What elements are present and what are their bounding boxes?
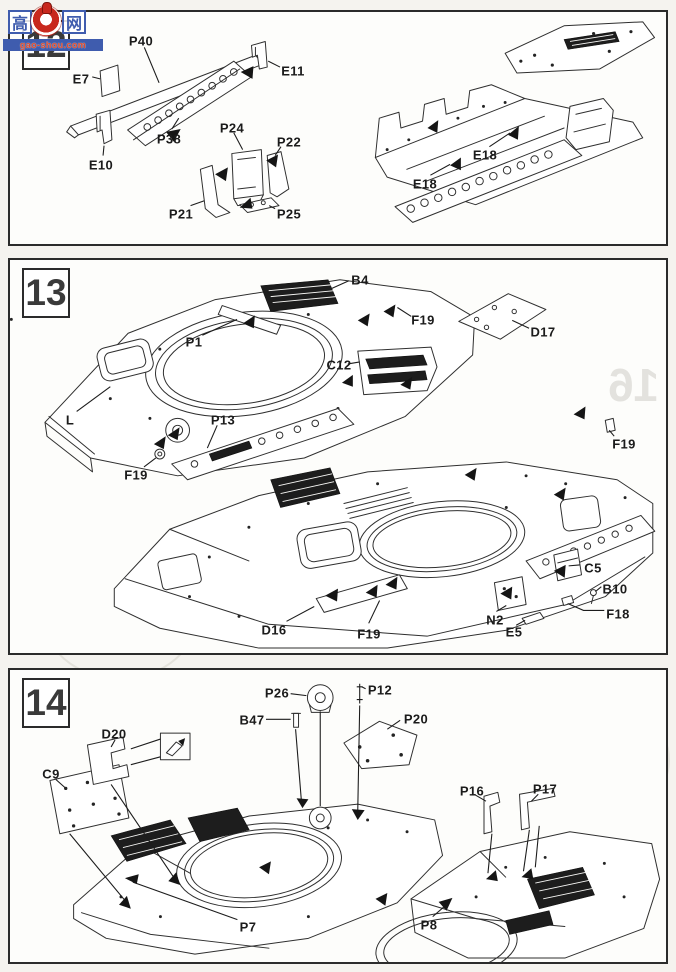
part-label-p13: P13 — [210, 412, 236, 428]
watermark-char-left: 高 — [8, 10, 32, 34]
step-13-diagram — [10, 279, 656, 649]
grille-b4 — [260, 279, 339, 312]
rail-c12 — [357, 346, 438, 396]
part-label-f19: F19 — [357, 626, 381, 642]
part-label-c5: C5 — [584, 560, 602, 576]
assembly-arrows — [165, 66, 519, 209]
part-label-p20: P20 — [403, 711, 429, 727]
part-label-c12: C12 — [326, 357, 352, 373]
part-label-l: L — [65, 412, 75, 428]
part-label-b4: B4 — [351, 272, 369, 288]
part-label-f18: F18 — [606, 606, 630, 622]
hull-floor-assembly — [374, 21, 656, 223]
detail-inset — [130, 732, 191, 766]
part-label-p7: P7 — [239, 919, 257, 935]
part-label-p21: P21 — [168, 206, 194, 222]
part-label-e10: E10 — [88, 157, 114, 173]
leader-lines — [55, 686, 539, 921]
grommet-f19 — [154, 417, 616, 460]
part-label-p40: P40 — [128, 33, 154, 49]
part-label-b10: B10 — [602, 581, 628, 597]
part-label-e18: E18 — [412, 176, 438, 192]
part-label-p8: P8 — [420, 917, 438, 933]
plate-d17 — [458, 293, 547, 340]
step-14-number: 14 — [22, 678, 70, 728]
part-label-f19: F19 — [411, 312, 435, 328]
part-label-p22: P22 — [276, 134, 302, 150]
part-e10 — [95, 109, 113, 145]
part-label-n2: N2 — [486, 612, 504, 628]
watermark-char-right: 网 — [62, 10, 86, 34]
part-label-p16: P16 — [459, 783, 485, 799]
part-label-d17: D17 — [530, 324, 556, 340]
rail-p13 — [171, 407, 355, 481]
part-label-d20: D20 — [101, 726, 127, 742]
bracket-d20 — [86, 736, 130, 785]
part-label-p26: P26 — [264, 685, 290, 701]
brackets-p16-p17 — [483, 787, 556, 874]
part-label-p38: P38 — [156, 131, 182, 147]
part-label-f19: F19 — [612, 436, 636, 452]
part-label-f19: F19 — [124, 467, 148, 483]
part-label-p1: P1 — [185, 334, 203, 350]
watermark: 高 网 gao-shou.com — [2, 2, 106, 51]
part-label-p12: P12 — [367, 682, 393, 698]
watermark-site-bar: gao-shou.com — [3, 39, 103, 51]
part-e11 — [251, 41, 268, 70]
part-label-e5: E5 — [505, 624, 523, 640]
part-label-p25: P25 — [276, 206, 302, 222]
skirt-d16 — [315, 574, 408, 613]
watermark-site-text: gao-shou.com — [19, 40, 87, 50]
step-14-diagram — [49, 683, 661, 962]
part-label-p24: P24 — [219, 120, 245, 136]
part-label-d16: D16 — [261, 622, 287, 638]
part-label-e18: E18 — [472, 147, 498, 163]
watermark-badge-icon — [31, 2, 61, 36]
leader-lines — [92, 47, 511, 210]
part-label-e11: E11 — [281, 63, 305, 79]
hull-rear-right — [375, 831, 661, 962]
part-label-b47: B47 — [239, 712, 265, 728]
part-label-c9: C9 — [42, 766, 60, 782]
step-12-diagram — [66, 21, 656, 223]
part-label-p17: P17 — [532, 781, 558, 797]
part-e7 — [99, 64, 121, 98]
assembly-arrows — [119, 798, 534, 911]
plate-c9 — [49, 764, 130, 835]
step-13-number: 13 — [22, 268, 70, 318]
step-13-panel: 16 — [8, 258, 668, 655]
hull-roof-plate — [10, 279, 476, 477]
assembly-arrows — [153, 304, 586, 602]
leader-lines — [76, 280, 615, 626]
part-label-e7: E7 — [72, 71, 90, 87]
